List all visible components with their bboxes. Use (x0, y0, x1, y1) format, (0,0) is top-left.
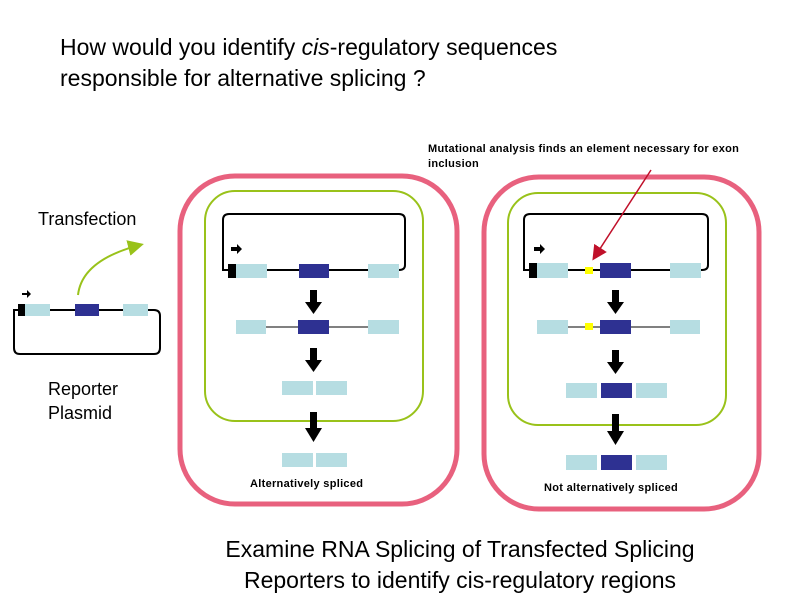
pre-mrna-exon1 (537, 320, 568, 334)
transcription-start-arrow-icon (534, 244, 545, 254)
alternative-exon (75, 304, 99, 316)
pre-mrna-exon3 (670, 320, 700, 334)
footer-line1: Examine RNA Splicing of Transfected Spli… (225, 536, 695, 562)
process-arrow-icon (305, 290, 322, 314)
slide-title: How would you identify cis-regulatory se… (60, 32, 557, 94)
reporter-plasmid-label: Reporter Plasmid (48, 377, 118, 425)
cell-outline (481, 174, 762, 512)
regulatory-element (585, 267, 593, 274)
transcription-start-arrow-icon (231, 244, 242, 254)
plasmid-label-line1: Reporter (48, 379, 119, 399)
mrna-alternative-exon (601, 383, 632, 398)
transfection-arrow (77, 240, 144, 296)
pre-mrna-exon1 (236, 320, 266, 334)
plasmid-in-nucleus (523, 213, 709, 271)
constitutive-exon (368, 264, 399, 278)
constitutive-exon (123, 304, 148, 316)
promoter-block (529, 263, 537, 278)
constitutive-exon (25, 304, 50, 316)
pre-mrna-alternative-exon (298, 320, 329, 334)
alternative-exon (299, 264, 329, 278)
footer-line2: Reporters to identify cis-regulatory reg… (243, 567, 677, 593)
mrna-exon1 (282, 381, 313, 395)
constitutive-exon (236, 264, 267, 278)
mrna-exon1 (566, 383, 597, 398)
plasmid-in-nucleus (222, 213, 406, 271)
constitutive-exon (537, 263, 568, 278)
panel-mutant-element (481, 174, 762, 512)
process-arrow-icon (607, 290, 624, 314)
mrna-exon3 (636, 383, 667, 398)
final-mrna-alternative-exon (601, 455, 632, 470)
title-cis-italic: cis (301, 34, 330, 60)
annotation-line2: inclusion (428, 158, 479, 170)
panel-wild-type (177, 173, 460, 507)
transfection-label: Transfection (38, 209, 137, 229)
alternative-exon (600, 263, 631, 278)
constitutive-exon (670, 263, 701, 278)
title-line1-prefix: How would you identify (60, 34, 302, 60)
transcription-start-arrow-icon (22, 290, 31, 298)
final-mrna-exon1 (282, 453, 313, 467)
panel2-result-label: Not alternatively spliced (544, 482, 679, 494)
annotation-line1: Mutational analysis finds an element nec… (428, 143, 740, 155)
process-arrow-icon (607, 350, 624, 374)
final-mrna-exon1 (566, 455, 597, 470)
annotation-arrow (592, 169, 652, 261)
mutation-annotation: Mutational analysis finds an element nec… (428, 142, 739, 172)
process-arrow-icon (305, 412, 322, 442)
panel1-result-label: Alternatively spliced (250, 478, 364, 490)
final-mrna-exon3 (316, 453, 347, 467)
plasmid-backbone (13, 309, 161, 355)
pre-mrna-regulatory-element (585, 323, 593, 330)
process-arrow-icon (305, 348, 322, 372)
reporter-plasmid (13, 240, 161, 355)
title-line1-suffix: -regulatory sequences (329, 34, 558, 60)
cell-outline (177, 173, 460, 507)
promoter-block (18, 304, 25, 316)
title-line2: responsible for alternative splicing ? (60, 65, 426, 91)
slide-footer: Examine RNA Splicing of Transfected Spli… (150, 534, 770, 596)
promoter-block (228, 264, 236, 278)
final-mrna-exon3 (636, 455, 667, 470)
plasmid-label-line2: Plasmid (48, 403, 113, 423)
mrna-exon3 (316, 381, 347, 395)
pre-mrna-exon3 (368, 320, 399, 334)
process-arrow-icon (607, 414, 624, 445)
pre-mrna-alternative-exon (600, 320, 631, 334)
